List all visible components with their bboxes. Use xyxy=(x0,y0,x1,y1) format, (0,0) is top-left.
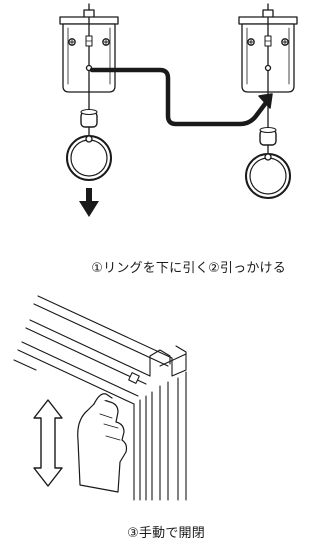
caption-step-3: ③手動で開閉 xyxy=(127,526,205,541)
ring-pull-1 xyxy=(66,108,112,181)
ring-pull-2 xyxy=(245,126,291,199)
up-down-arrow-icon xyxy=(33,399,63,487)
window-frame xyxy=(13,295,187,501)
hand-icon xyxy=(77,393,128,493)
cord-1 xyxy=(85,17,93,113)
down-arrow-icon xyxy=(79,188,99,217)
hook-path-arrow xyxy=(89,67,273,127)
cord-2 xyxy=(264,17,272,131)
caption-step-1: ①リングを下に引く xyxy=(91,261,209,276)
caption-step-2: ②引っかける xyxy=(208,261,286,276)
